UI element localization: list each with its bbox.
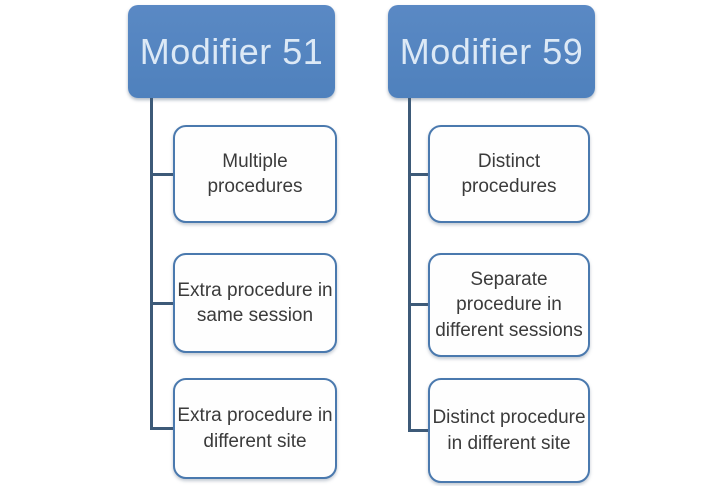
child-label: Separate procedure in different sessions xyxy=(435,269,583,341)
child-box-extra-procedure-same-session: Extra procedure in same session xyxy=(173,253,337,353)
connector-stub xyxy=(408,429,429,432)
header-box-modifier-59: Modifier 59 xyxy=(388,5,595,98)
child-box-distinct-procedures: Distinct procedures xyxy=(428,125,590,223)
connector-vertical-line xyxy=(150,98,153,430)
child-label: Distinct procedures xyxy=(461,150,557,197)
connector-vertical-line xyxy=(408,98,411,432)
header-label-modifier-51: Modifier 51 xyxy=(139,30,324,72)
child-label: Multiple procedures xyxy=(207,150,303,197)
connector-stub xyxy=(150,302,174,305)
child-box-extra-procedure-different-site: Extra procedure in different site xyxy=(173,378,337,479)
child-box-separate-procedure-different-sessions: Separate procedure in different sessions xyxy=(428,253,590,357)
child-label: Extra procedure in same session xyxy=(177,279,333,326)
child-box-distinct-procedure-different-site: Distinct procedure in different site xyxy=(428,378,590,483)
header-label-modifier-59: Modifier 59 xyxy=(399,30,584,72)
connector-stub xyxy=(408,303,429,306)
connector-stub xyxy=(150,173,174,176)
header-box-modifier-51: Modifier 51 xyxy=(128,5,335,98)
connector-stub xyxy=(408,173,429,176)
child-label: Distinct procedure in different site xyxy=(432,407,586,454)
child-label: Extra procedure in different site xyxy=(177,405,333,452)
connector-stub xyxy=(150,427,174,430)
child-box-multiple-procedures: Multiple procedures xyxy=(173,125,337,223)
